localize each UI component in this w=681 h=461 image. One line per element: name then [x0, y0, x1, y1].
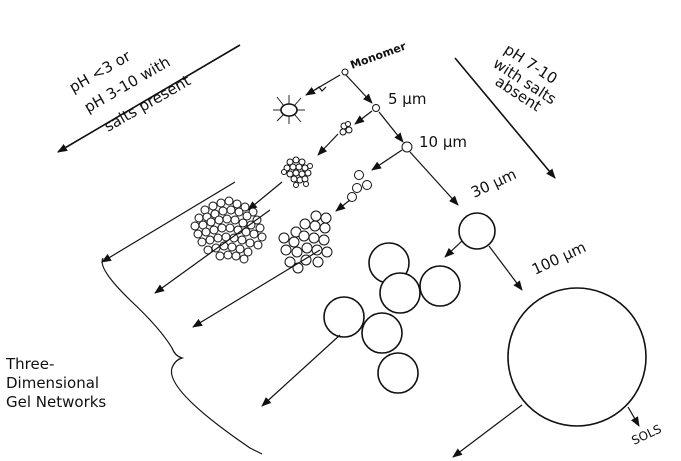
5um-to-small-cluster-arrow: [354, 110, 373, 125]
right-condition-arrow: [454, 57, 556, 179]
10um-to-30um-arrow: [409, 151, 459, 206]
size-label-10um: 10 μm: [419, 133, 467, 151]
particle-5um: [372, 104, 380, 112]
cluster-30um-spheres: [323, 242, 461, 394]
dimer-squiggle: [314, 86, 327, 92]
gel-networks-label-line2: Dimensional: [6, 374, 99, 392]
cluster-5um-large-gel: [190, 196, 267, 264]
small-cluster-to-medium-arrow: [317, 133, 339, 156]
10um-to-small-cluster-arrow: [371, 149, 403, 171]
oligomer-chain-particle: [273, 95, 305, 124]
size-label-30um: 30 μm: [468, 165, 519, 202]
particle-10um: [401, 141, 413, 153]
cluster-10um-medium: [278, 210, 333, 274]
size-label-100um: 100 μm: [529, 238, 589, 279]
gel-networks-label-line1: Three-: [5, 355, 54, 373]
sols-label: SOLS: [629, 422, 663, 448]
cluster-5um-medium: [281, 156, 313, 188]
30um-to-cluster-arrow: [444, 240, 463, 258]
monomer-particle: [341, 68, 349, 76]
size-label-5um: 5 μm: [388, 90, 426, 108]
medium-to-large-cluster-arrow: [247, 181, 283, 211]
gel-arrow-4: [261, 334, 341, 407]
gel-networks-brace: [101, 257, 263, 455]
5um-to-10um-arrow: [378, 111, 404, 143]
cluster-10um-small: [347, 170, 372, 202]
gel-arrow-5: [452, 404, 523, 458]
particle-100um: [507, 287, 647, 427]
monomer-label: Monomer: [349, 39, 409, 71]
left-condition-arrow: [57, 44, 241, 153]
sols-arrow: [627, 406, 640, 427]
10um-small-to-medium-arrow: [335, 199, 351, 212]
gel-arrow-3: [192, 249, 321, 328]
30um-to-100um-arrow: [488, 245, 523, 291]
monomer-to-oligomer-arrow: [305, 74, 341, 96]
gel-arrow-2: [154, 209, 271, 294]
particle-30um: [458, 212, 496, 250]
gel-arrow-1: [101, 181, 236, 263]
gel-networks-label-line3: Gel Networks: [6, 393, 106, 411]
monomer-to-5um-arrow: [345, 74, 373, 104]
cluster-5um-small: [339, 121, 353, 136]
